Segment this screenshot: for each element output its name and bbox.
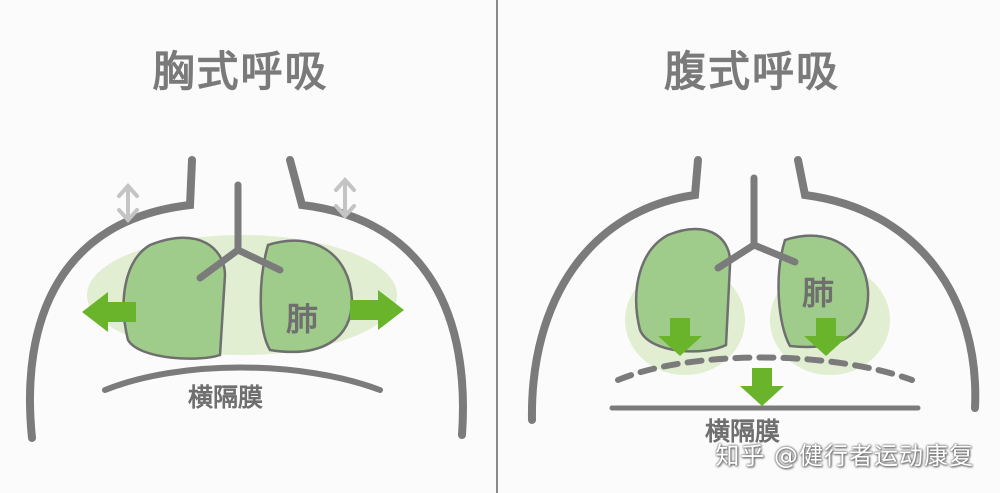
chest-breathing-diagram: 肺 横隔膜	[25, 156, 467, 442]
right-lung	[777, 234, 870, 349]
shoulder-up-down-arrow-icon-left	[117, 183, 139, 223]
arrow-down-icon-center	[740, 368, 784, 406]
ribcage-outline-right	[794, 156, 980, 412]
diaphragm-curve	[102, 364, 383, 393]
chest-breathing-panel: 胸式呼吸 肺 横隔膜	[0, 0, 497, 493]
abdominal-breathing-panel: 腹式呼吸 肺 横隔膜	[500, 0, 1000, 493]
abdominal-breathing-title: 腹式呼吸	[663, 47, 840, 96]
arrow-down-icon-right	[804, 318, 848, 356]
trachea	[196, 181, 284, 282]
shoulder-up-down-arrow-icon-right	[334, 177, 356, 219]
lung-label: 肺	[286, 300, 318, 338]
ribcage-outline-left	[527, 156, 702, 424]
arrow-down-icon-left	[658, 318, 702, 356]
lung-label: 肺	[802, 274, 834, 312]
left-lung	[122, 236, 227, 360]
panel-divider	[496, 0, 498, 493]
ribcage-outline-left	[25, 156, 196, 442]
trachea	[714, 174, 799, 272]
arrow-left-icon	[82, 292, 136, 332]
ribcage-outline-right	[286, 156, 467, 439]
arrow-right-icon	[350, 290, 404, 330]
abdominal-breathing-diagram: 肺 横隔膜	[527, 156, 980, 446]
diaphragm-label: 横隔膜	[705, 417, 780, 446]
chest-breathing-title: 胸式呼吸	[152, 47, 329, 96]
diaphragm-label: 横隔膜	[188, 383, 263, 412]
diaphragm-dashed-curve	[615, 354, 915, 383]
right-lung	[259, 239, 354, 354]
watermark: 知乎 @健行者运动康复	[715, 442, 974, 470]
